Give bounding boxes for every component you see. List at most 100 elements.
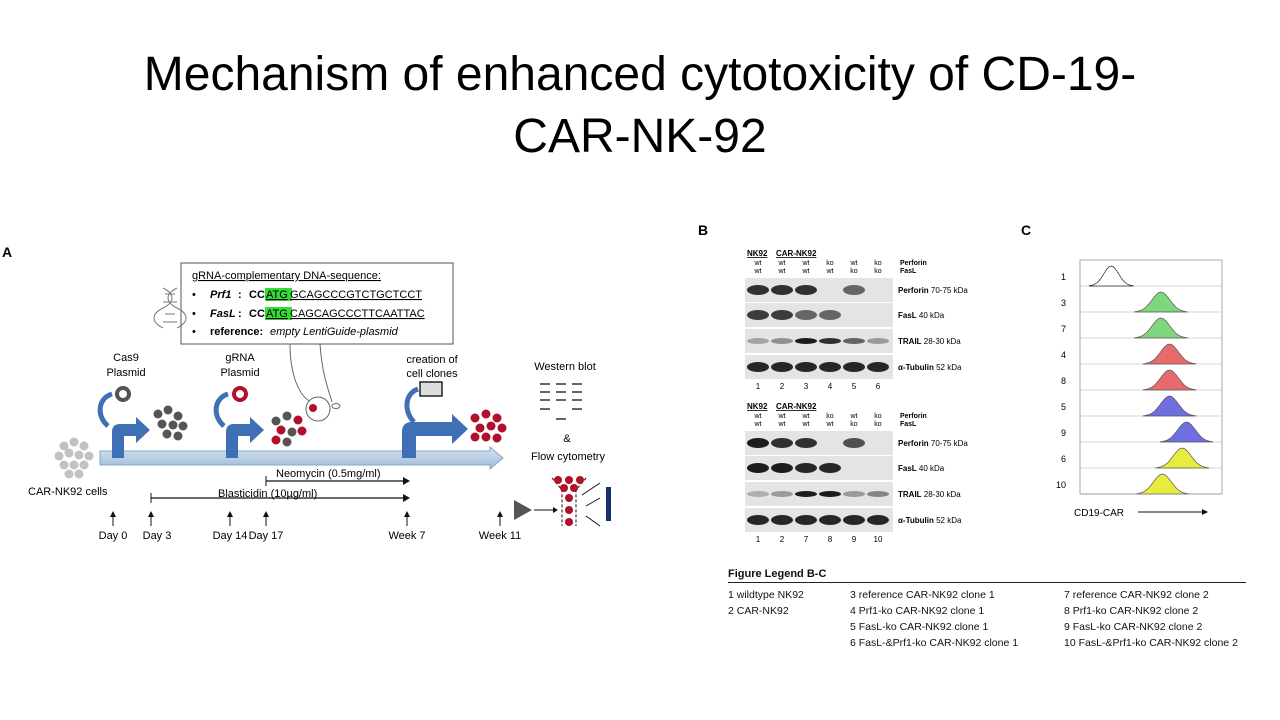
fasl-status: ko xyxy=(850,268,858,275)
histogram-xlabel: CD19-CAR xyxy=(1074,508,1124,519)
timeline-tick-head xyxy=(404,511,410,517)
histogram-curve xyxy=(1135,473,1190,495)
blot-band xyxy=(843,338,865,344)
perforin-status: wt xyxy=(850,413,858,420)
slide-title-line-2: CAR-NK-92 xyxy=(513,110,767,163)
panel-a-letter: A xyxy=(2,244,12,260)
lane-number: 10 xyxy=(874,535,883,544)
histogram-curve xyxy=(1142,395,1197,417)
legend-item: 4 Prf1-ko CAR-NK92 clone 1 xyxy=(850,605,985,617)
blot-band xyxy=(747,515,769,525)
blot-band xyxy=(771,463,793,473)
western-blot-label: Western blot xyxy=(534,361,596,373)
grna-label-2: Plasmid xyxy=(220,367,259,379)
perforin-status: wt xyxy=(778,413,786,420)
grna-gene-prf1: Prf1 xyxy=(210,289,231,301)
blot-band xyxy=(843,285,865,295)
lane-number: 1 xyxy=(756,535,761,544)
grna-label-1: gRNA xyxy=(225,352,255,364)
histogram-frame xyxy=(1079,259,1223,495)
blot-band xyxy=(819,463,841,473)
histogram-curve xyxy=(1155,447,1210,469)
blot-band xyxy=(771,362,793,372)
blot-band xyxy=(843,438,865,448)
grna-seq-fasl-post: CAGCAGCCCTTCAATTAC xyxy=(290,308,425,320)
slide-title: Mechanism of enhanced cytotoxicity of CD… xyxy=(0,44,1280,168)
perforin-status: ko xyxy=(874,260,882,267)
legend-item: 3 reference CAR-NK92 clone 1 xyxy=(850,589,995,601)
histogram-curve xyxy=(1142,369,1197,391)
flow-cytometry-label: Flow cytometry xyxy=(531,451,605,463)
blot-band xyxy=(843,491,865,497)
fasl-row-label: FasL xyxy=(900,268,917,275)
perforin-status: wt xyxy=(802,260,810,267)
legend-item: 8 Prf1-ko CAR-NK92 clone 2 xyxy=(1064,605,1199,617)
histogram-label: 9 xyxy=(1061,428,1066,438)
perforin-status: ko xyxy=(826,413,834,420)
atg-highlight xyxy=(265,307,292,320)
blot-band xyxy=(819,491,841,497)
neomycin-label: Neomycin (0.5mg/ml) xyxy=(276,468,381,480)
timeline-label: Week 11 xyxy=(479,530,521,542)
blot-strip xyxy=(745,278,893,302)
panel-a-figure: A gRNA-complementary DNA-sequence: • Prf… xyxy=(2,244,611,542)
arrowhead xyxy=(403,477,410,485)
perforin-status: ko xyxy=(874,413,882,420)
group-label-car-nk92: CAR-NK92 xyxy=(776,402,817,411)
grna-seq-prf1-pre: CC xyxy=(249,289,265,301)
timeline-label: Day 14 xyxy=(213,530,248,542)
lane-number: 3 xyxy=(804,382,809,391)
timeline-tick-head xyxy=(110,511,116,517)
cell-cluster-grey-light xyxy=(54,437,94,479)
perforin-status: wt xyxy=(802,413,810,420)
histogram-label: 7 xyxy=(1061,324,1066,334)
blot-band xyxy=(747,362,769,372)
band-label: TRAIL 28-30 kDa xyxy=(898,490,961,499)
magnifier-icon xyxy=(289,343,341,422)
blot-band xyxy=(771,491,793,497)
panel-b-letter: B xyxy=(698,222,708,238)
blot-band xyxy=(771,515,793,525)
blot-strip xyxy=(745,431,893,455)
arrowhead xyxy=(403,494,410,502)
group-label-car-nk92: CAR-NK92 xyxy=(776,249,817,258)
curved-arrow-icon xyxy=(213,391,229,428)
dna-icon xyxy=(153,287,187,329)
colon: : xyxy=(238,308,242,320)
blot-band xyxy=(819,362,841,372)
blot-band xyxy=(867,515,889,525)
timeline-label: Day 17 xyxy=(249,530,284,542)
timeline-label: Day 0 xyxy=(99,530,128,542)
timeline-tick-head xyxy=(497,511,503,517)
perforin-status: ko xyxy=(826,260,834,267)
lane-number: 6 xyxy=(876,382,881,391)
bullet: • xyxy=(192,308,196,320)
grna-sequence-box: gRNA-complementary DNA-sequence: • Prf1 … xyxy=(180,262,454,345)
fasl-status: ko xyxy=(874,421,882,428)
lane-number: 2 xyxy=(780,382,785,391)
perforin-row-label: Perforin xyxy=(900,260,927,267)
curved-arrow-icon xyxy=(404,386,420,424)
blot-band xyxy=(747,285,769,295)
bent-arrow-icon xyxy=(112,417,150,458)
histogram-curve xyxy=(1134,291,1188,313)
grna-seq-prf1-post: GCAGCCCGTCTGCTCCT xyxy=(290,289,422,301)
histogram-curve xyxy=(1134,317,1188,339)
timeline-tick-head xyxy=(227,511,233,517)
grna-seq-fasl-pre: CC xyxy=(249,308,265,320)
histogram-curve xyxy=(1088,265,1134,287)
timeline-label: Week 7 xyxy=(388,530,425,542)
legend-col-3: 7 reference CAR-NK92 clone 2 8 Prf1-ko C… xyxy=(1064,589,1246,649)
fasl-status: wt xyxy=(802,421,810,428)
legend-item: 1 wildtype NK92 xyxy=(728,589,804,601)
blot-band xyxy=(795,463,817,473)
grna-box-heading: gRNA-complementary DNA-sequence: xyxy=(192,270,381,282)
legend-item: 6 FasL-&Prf1-ko CAR-NK92 clone 1 xyxy=(850,637,1019,649)
band-label: FasL 40 kDa xyxy=(898,464,945,473)
blot-band xyxy=(771,338,793,344)
band-label: α-Tubulin 52 kDa xyxy=(898,363,962,372)
legend-col-1: 1 wildtype NK92 2 CAR-NK92 xyxy=(728,589,850,649)
